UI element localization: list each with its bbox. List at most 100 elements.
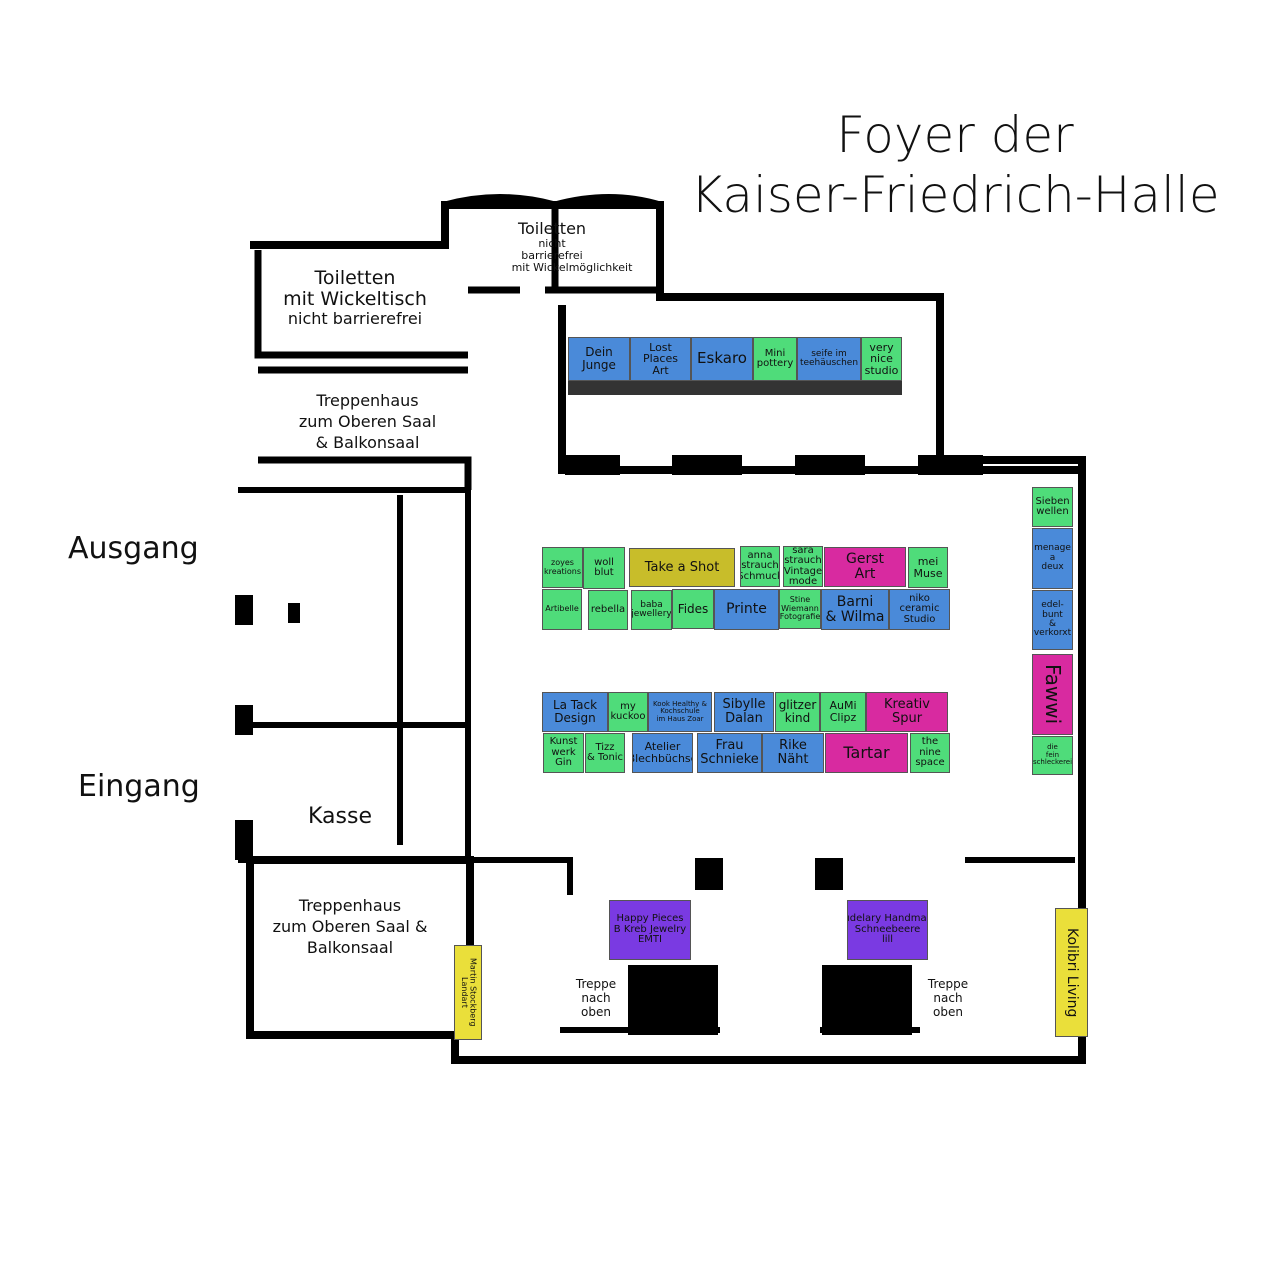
column — [918, 455, 983, 475]
stall-label: nice — [870, 352, 893, 366]
stall-label: Studio — [903, 613, 936, 625]
stall-label: kind — [784, 711, 811, 725]
stall-kolibri-living[interactable]: Kolibri Living — [1055, 908, 1088, 1037]
stall-label: & Wilma — [825, 608, 885, 625]
column — [822, 965, 912, 1035]
stall-label: Tartar — [843, 742, 890, 762]
stall-label: seife im — [811, 348, 847, 359]
stall-label: die — [1047, 743, 1058, 752]
stall-label: Printe — [726, 601, 767, 618]
stall-label: kreations — [543, 566, 582, 576]
stall-label: wellen — [1036, 506, 1069, 517]
stall-label: anna — [747, 549, 773, 561]
stall-anna-strauch-schmuck[interactable]: annastrauchSchmuck — [740, 546, 780, 587]
column — [628, 965, 718, 1035]
stall-label: Blechbüchse — [633, 752, 692, 765]
stall-artibelle[interactable]: Artibelle — [542, 589, 582, 630]
stall-label: Hudelary Handmade — [848, 913, 927, 925]
column — [235, 705, 253, 735]
column — [695, 858, 723, 890]
stall-label: nine — [919, 746, 941, 758]
stall-hudelary-handmade-schneebeere-lill[interactable]: Hudelary HandmadeSchneebeerelill — [847, 900, 928, 960]
exit-label: Ausgang — [68, 531, 199, 566]
room-toilets-left: Toiletten mit Wickeltisch nicht barriere… — [270, 268, 440, 327]
stall-label: Atelier — [644, 740, 681, 754]
stall-label: bunt — [1042, 609, 1063, 620]
stall-label: the — [921, 736, 939, 748]
stall-fawwi[interactable]: Fawwi — [1032, 654, 1073, 735]
stall-label: verkorxt — [1033, 628, 1072, 639]
stall-label: Dalan — [725, 711, 763, 726]
stall-tizz-tonic[interactable]: Tizz& Tonic — [585, 733, 625, 773]
stall-label: very — [869, 340, 894, 354]
stall-label: Kolibri Living — [1063, 927, 1080, 1018]
stall-label: Gin — [555, 757, 572, 769]
stall-eskaro[interactable]: Eskaro — [691, 337, 753, 381]
stall-label: teehäuschen — [799, 358, 859, 368]
stall-label: Schnieke — [700, 752, 759, 767]
stall-barni-wilma[interactable]: Barni& Wilma — [821, 589, 889, 630]
stall-label: menage — [1034, 543, 1071, 554]
stall-label: & — [1048, 619, 1057, 629]
stall-label: Kunst — [549, 736, 578, 748]
stall-edel-bunt-verkorxt[interactable]: edel-bunt&verkorxt — [1032, 590, 1073, 650]
stall-label: Rike — [779, 738, 807, 754]
stall-label: ceramic — [899, 603, 940, 615]
column — [795, 455, 865, 475]
page-title: Foyer der Kaiser-Friedrich-Halle — [690, 105, 1220, 225]
stall-label: Fawwi — [1041, 664, 1065, 725]
stall-label: blut — [594, 567, 614, 578]
stall-label: baba — [640, 599, 663, 610]
stall-label: strauch — [741, 560, 779, 572]
stall-label: Design — [554, 711, 596, 725]
stairs-up-left: Treppe nach oben — [568, 977, 624, 1019]
column — [565, 455, 620, 475]
stall-tartar[interactable]: Tartar — [825, 733, 908, 773]
stall-label: mode — [788, 576, 818, 587]
room-label: nicht barrierefrei — [287, 308, 423, 328]
stall-atelier-blechbüchse[interactable]: AtelierBlechbüchse — [632, 733, 693, 773]
stall-rebella[interactable]: rebella — [588, 590, 628, 630]
stall-label: Places — [643, 352, 678, 366]
stall-label: Wiemann — [781, 603, 819, 613]
stall-label: Mini — [764, 347, 786, 359]
room-label: nicht — [538, 236, 566, 250]
stall-fides[interactable]: Fides — [672, 589, 714, 629]
stairs-up-right: Treppe nach oben — [920, 977, 976, 1019]
cashier-label: Kasse — [308, 804, 372, 829]
stall-printe[interactable]: Printe — [714, 589, 779, 630]
stall-label: Sibylle — [722, 697, 766, 713]
stall-take-a-shot[interactable]: Take a Shot — [629, 548, 735, 587]
stall-label: Fides — [677, 601, 709, 616]
column — [672, 455, 742, 475]
